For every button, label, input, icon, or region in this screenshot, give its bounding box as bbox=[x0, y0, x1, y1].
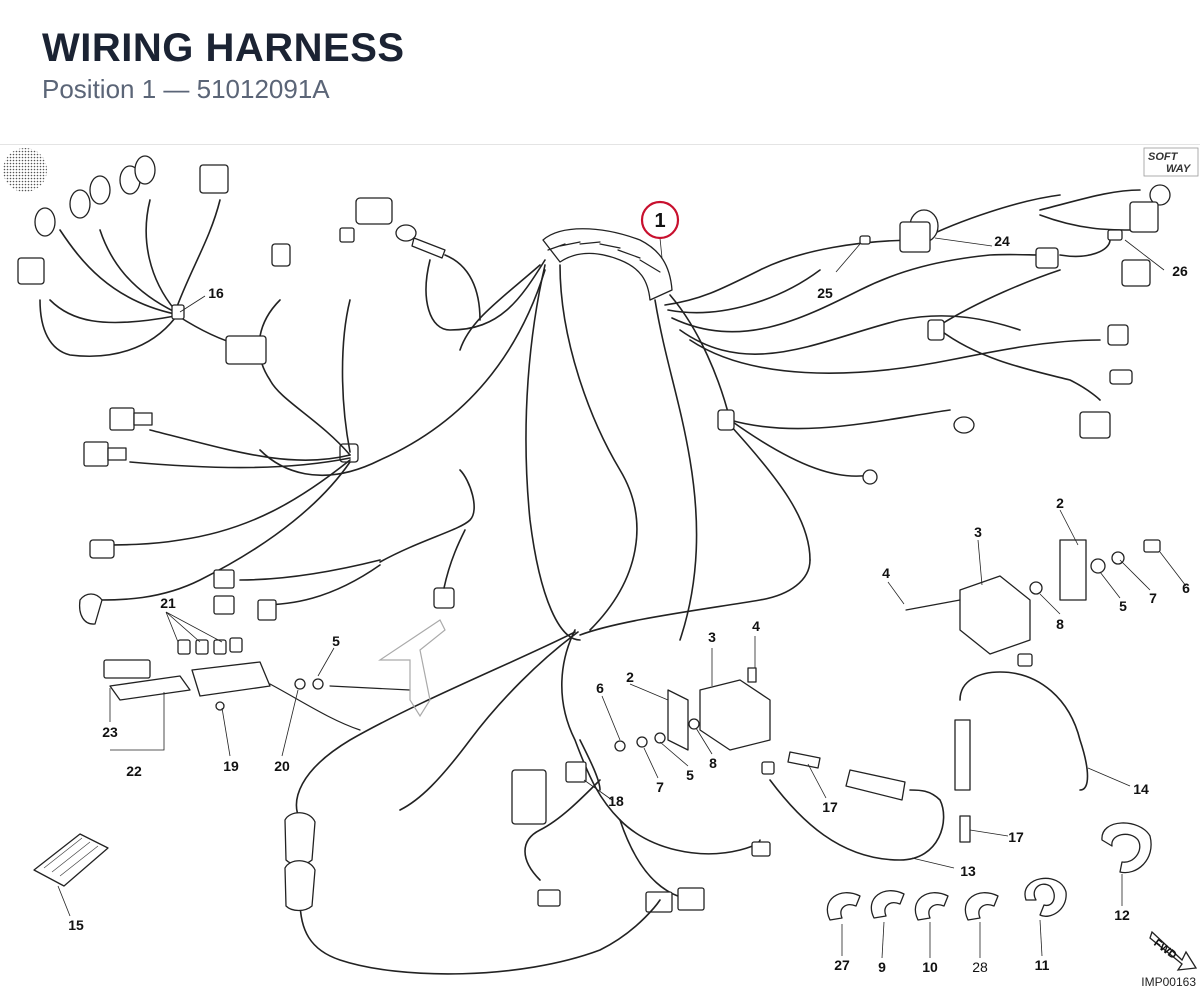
halftone-circle-icon bbox=[3, 148, 47, 192]
callout-25: 25 bbox=[817, 285, 833, 301]
callout-11: 11 bbox=[1035, 957, 1050, 973]
callout-17-right: 17 bbox=[1008, 829, 1024, 845]
callout-28: 28 bbox=[972, 959, 988, 975]
top-center-connector bbox=[355, 197, 481, 321]
callout-4-center: 4 bbox=[752, 618, 760, 634]
main-callout-label: 1 bbox=[654, 210, 665, 232]
softway-logo-icon: SOFT WAY bbox=[1143, 147, 1199, 177]
callout-5-right: 5 bbox=[1119, 598, 1127, 614]
callout-7-right: 7 bbox=[1149, 590, 1157, 606]
callout-24: 24 bbox=[994, 233, 1010, 249]
callout-6-center: 6 bbox=[596, 680, 604, 696]
callout-15: 15 bbox=[68, 917, 84, 933]
callout-22: 22 bbox=[126, 763, 142, 779]
callout-3-right: 3 bbox=[974, 524, 982, 540]
fuse-box-assembly bbox=[103, 637, 411, 731]
callout-10: 10 bbox=[922, 959, 938, 975]
callout-26: 26 bbox=[1172, 263, 1188, 279]
callout-19: 19 bbox=[223, 758, 239, 774]
callout-18: 18 bbox=[608, 793, 624, 809]
callout-16: 16 bbox=[208, 285, 224, 301]
logo-text-top: SOFT bbox=[1148, 151, 1179, 163]
callout-8-right: 8 bbox=[1056, 616, 1064, 632]
logo-text-bottom: WAY bbox=[1166, 163, 1192, 175]
callout-8-center: 8 bbox=[709, 755, 717, 771]
fwd-arrow-icon: FWD bbox=[1149, 930, 1198, 971]
page-subtitle: Position 1 — 51012091A bbox=[42, 74, 330, 104]
callout-9: 9 bbox=[878, 959, 886, 975]
connector-cluster-16 bbox=[17, 155, 267, 365]
callout-6-right: 6 bbox=[1182, 580, 1190, 596]
callout-20: 20 bbox=[274, 758, 290, 774]
callout-5-center: 5 bbox=[686, 767, 694, 783]
image-code: IMP00163 bbox=[1141, 975, 1196, 989]
lower-left-harness-branch bbox=[213, 469, 475, 621]
lower-center-harness-branch bbox=[284, 559, 811, 975]
control-unit-15 bbox=[33, 833, 109, 887]
callout-27: 27 bbox=[834, 957, 850, 973]
callout-12: 12 bbox=[1114, 907, 1130, 923]
callout-labels: 1 2 2 3 3 4 4 5 5 5 6 6 7 7 8 8 9 10 11 … bbox=[68, 200, 1196, 989]
right-harness-branch bbox=[664, 184, 1171, 561]
spark-plug-leads bbox=[761, 653, 1089, 861]
callout-14: 14 bbox=[1133, 781, 1149, 797]
main-harness-bundle bbox=[259, 228, 731, 641]
callout-17-center: 17 bbox=[822, 799, 838, 815]
callout-2-right: 2 bbox=[1056, 495, 1064, 511]
callout-2-center: 2 bbox=[626, 669, 634, 685]
coil-assembly-right bbox=[905, 539, 1161, 655]
page-title: WIRING HARNESS bbox=[42, 26, 405, 70]
header-divider bbox=[0, 144, 1200, 145]
cable-clips bbox=[826, 822, 1152, 921]
main-callout-ring bbox=[640, 200, 680, 240]
callout-5-left: 5 bbox=[332, 633, 340, 649]
page-header: WIRING HARNESS Position 1 — 51012091A bbox=[42, 28, 405, 102]
callout-4-right: 4 bbox=[882, 565, 890, 581]
callout-7-center: 7 bbox=[656, 779, 664, 795]
callout-3-center: 3 bbox=[708, 629, 716, 645]
callout-leaders bbox=[57, 237, 1187, 959]
left-harness-branch bbox=[78, 227, 359, 625]
callout-13: 13 bbox=[960, 863, 976, 879]
mounting-bracket bbox=[378, 619, 446, 718]
callout-21: 21 bbox=[160, 595, 176, 611]
coil-assembly-center bbox=[614, 667, 771, 752]
callout-23: 23 bbox=[102, 724, 118, 740]
